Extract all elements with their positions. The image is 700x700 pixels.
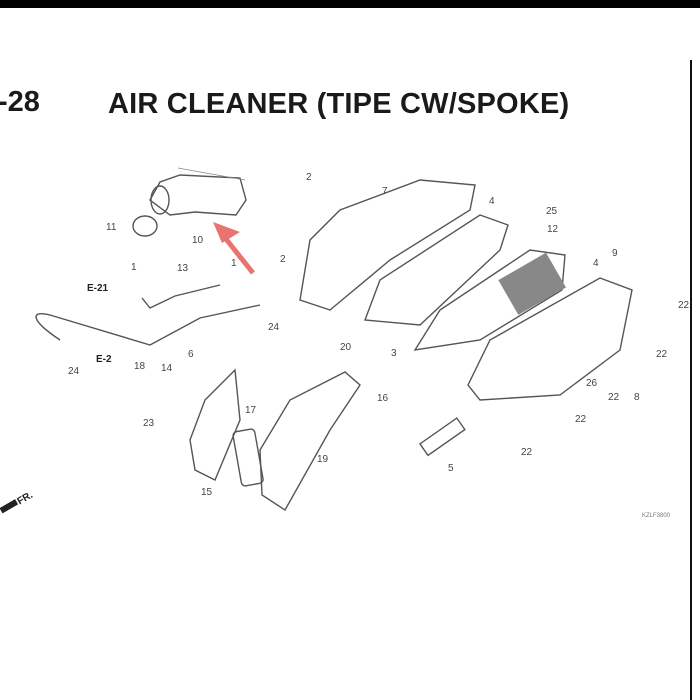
label-20: 20 [340,342,352,353]
diagram-code: KZLF3800 [642,513,671,519]
label-26: 26 [586,378,598,389]
ref-e21: E-21 [87,283,109,294]
top-black-bar [0,0,700,8]
label-4: 4 [593,258,599,269]
part-cover-15 [189,368,241,481]
label-19: 19 [317,454,329,465]
highlight-arrow [213,222,255,275]
label-7: 7 [382,186,388,197]
label-5: 5 [448,463,454,474]
label-4: 4 [489,196,495,207]
label-14: 14 [161,363,173,374]
label-18: 18 [134,361,146,372]
part-hose-13 [141,284,221,309]
label-13: 13 [177,263,189,274]
label-24: 24 [68,366,80,377]
label-17: 17 [245,405,257,416]
label-11: 11 [106,222,117,233]
label-22: 22 [678,300,690,311]
label-16: 16 [377,393,389,404]
right-border [690,60,692,700]
figure-number: -28 [0,86,40,118]
label-10: 10 [192,235,204,246]
label-22: 22 [656,349,668,360]
label-6: 6 [188,349,194,360]
front-marker: FR. [0,490,35,514]
diagram-title: AIR CLEANER (TIPE CW/SPOKE) [108,88,570,120]
part-cover-9 [467,277,633,401]
label-22: 22 [608,392,620,403]
part-gasket-17 [232,428,264,487]
label-24: 24 [268,322,280,333]
label-2: 2 [306,172,312,183]
part-intake-duct [149,167,247,216]
label-12: 12 [547,224,559,235]
svg-text:FR.: FR. [15,490,35,508]
label-8: 8 [634,392,640,403]
part-case-7 [299,179,476,311]
label-1: 1 [131,262,137,273]
label-23: 23 [143,418,155,429]
label-9: 9 [612,248,618,259]
part-gasket-4 [364,214,509,326]
label-25: 25 [546,206,558,217]
label-1: 1 [231,258,237,269]
ref-e2: E-2 [96,354,112,365]
label-2: 2 [280,254,286,265]
label-22: 22 [575,414,587,425]
label-15: 15 [201,487,213,498]
label-3: 3 [391,348,397,359]
part-element-3 [413,249,566,351]
part-hose-6 [35,304,261,346]
part-cover-16 [259,371,361,511]
part-labels: 1 1 2 2 3 4 4 5 6 7 8 9 10 11 12 13 14 1… [68,172,690,498]
part-clamp [132,215,158,237]
label-22: 22 [521,447,533,458]
part-tube-5 [418,417,466,457]
